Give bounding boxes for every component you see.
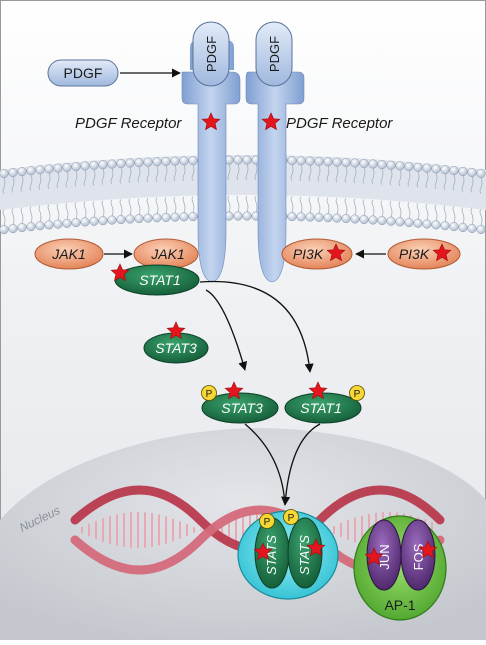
pdgf-ligand <box>47 59 119 87</box>
jak1-free <box>34 238 104 270</box>
stat1-activation-arrow <box>199 280 314 373</box>
stats-left-label: STATS <box>264 535 279 575</box>
receptor-left-domain <box>192 21 230 87</box>
stats-right-label: STATS <box>297 535 312 575</box>
nuclear-translocation-arrow <box>244 423 321 505</box>
receptor-right-label: PDGF Receptor <box>286 115 393 132</box>
stat3-free-label: STAT3 <box>155 340 197 356</box>
p-stat1-label: STAT1 <box>300 400 342 416</box>
jak1-free-label: JAK1 <box>51 246 85 262</box>
p-stat1-phospho-label: P <box>354 389 361 400</box>
stat3-activation-arrow <box>205 289 248 371</box>
jak1-bound-label: JAK1 <box>150 246 184 262</box>
p-stat3-label: STAT3 <box>221 400 263 416</box>
fos-protein <box>400 519 436 591</box>
ap1-label: AP-1 <box>384 597 415 613</box>
pi3k-free-label: PI3K <box>399 246 430 262</box>
jun-label: JUN <box>377 544 392 569</box>
receptor-right-domain-label: PDGF <box>267 36 282 72</box>
pdgf-receptor-right: PDGF <box>245 21 305 283</box>
stats-left-phospho-label: P <box>264 517 271 528</box>
stat1-bound-label: STAT1 <box>139 272 181 288</box>
stats-monomer-right <box>287 517 323 589</box>
receptor-right-domain <box>255 21 293 87</box>
receptor-left-domain-label: PDGF <box>204 36 219 72</box>
stats-right-phospho-label: P <box>288 513 295 524</box>
pdgf-ligand-label: PDGF <box>64 65 103 81</box>
p-stat3 <box>201 392 279 424</box>
receptor-left-label: PDGF Receptor <box>75 115 182 132</box>
p-stat1 <box>284 392 362 424</box>
pi3k-bound-label: PI3K <box>293 246 324 262</box>
pi3k-bound <box>281 238 353 270</box>
pdgf-receptor-left: PDGF <box>181 21 241 283</box>
p-stat3-phospho-label: P <box>206 389 213 400</box>
